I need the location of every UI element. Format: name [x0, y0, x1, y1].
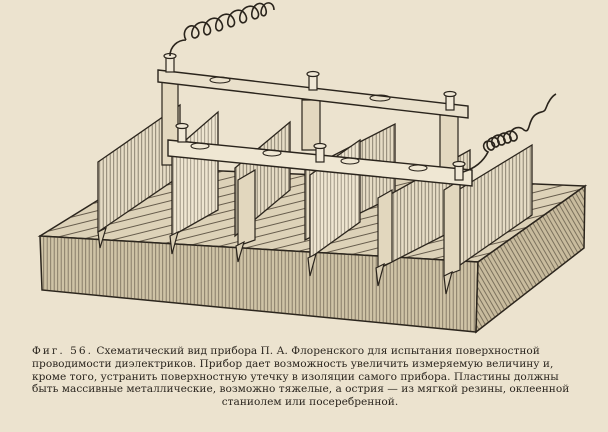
rubber-tips [97, 226, 453, 295]
caption-line: быть массивные металлические, возможно т… [32, 383, 570, 396]
screw-icon [443, 90, 457, 111]
screw-icon [313, 142, 327, 163]
binding-screws [163, 52, 466, 181]
coiled-wire-left [169, 2, 275, 57]
device-illustration [37, 2, 588, 334]
caption-line: Фиг. 56. Схематический вид прибора П. А.… [32, 345, 588, 358]
caption-line-text: Схематический вид прибора П. А. Флоренск… [96, 345, 540, 357]
figure-caption: Фиг. 56. Схематический вид прибора П. А.… [32, 345, 588, 409]
caption-line: кроме того, устранить поверхностную утеч… [32, 370, 559, 383]
caption-line: станиолем или посеребренной. [221, 396, 399, 409]
coiled-wire-right [462, 93, 557, 173]
screw-icon [452, 160, 466, 181]
screw-icon [306, 70, 320, 91]
screw-icon [175, 122, 189, 143]
rear-rail [157, 69, 469, 119]
front-rail [167, 139, 473, 187]
caption-line: проводимости диэлектриков. Прибор дает в… [32, 357, 554, 370]
screw-icon [163, 52, 177, 73]
figure-label: Фиг. 56. [32, 345, 93, 357]
